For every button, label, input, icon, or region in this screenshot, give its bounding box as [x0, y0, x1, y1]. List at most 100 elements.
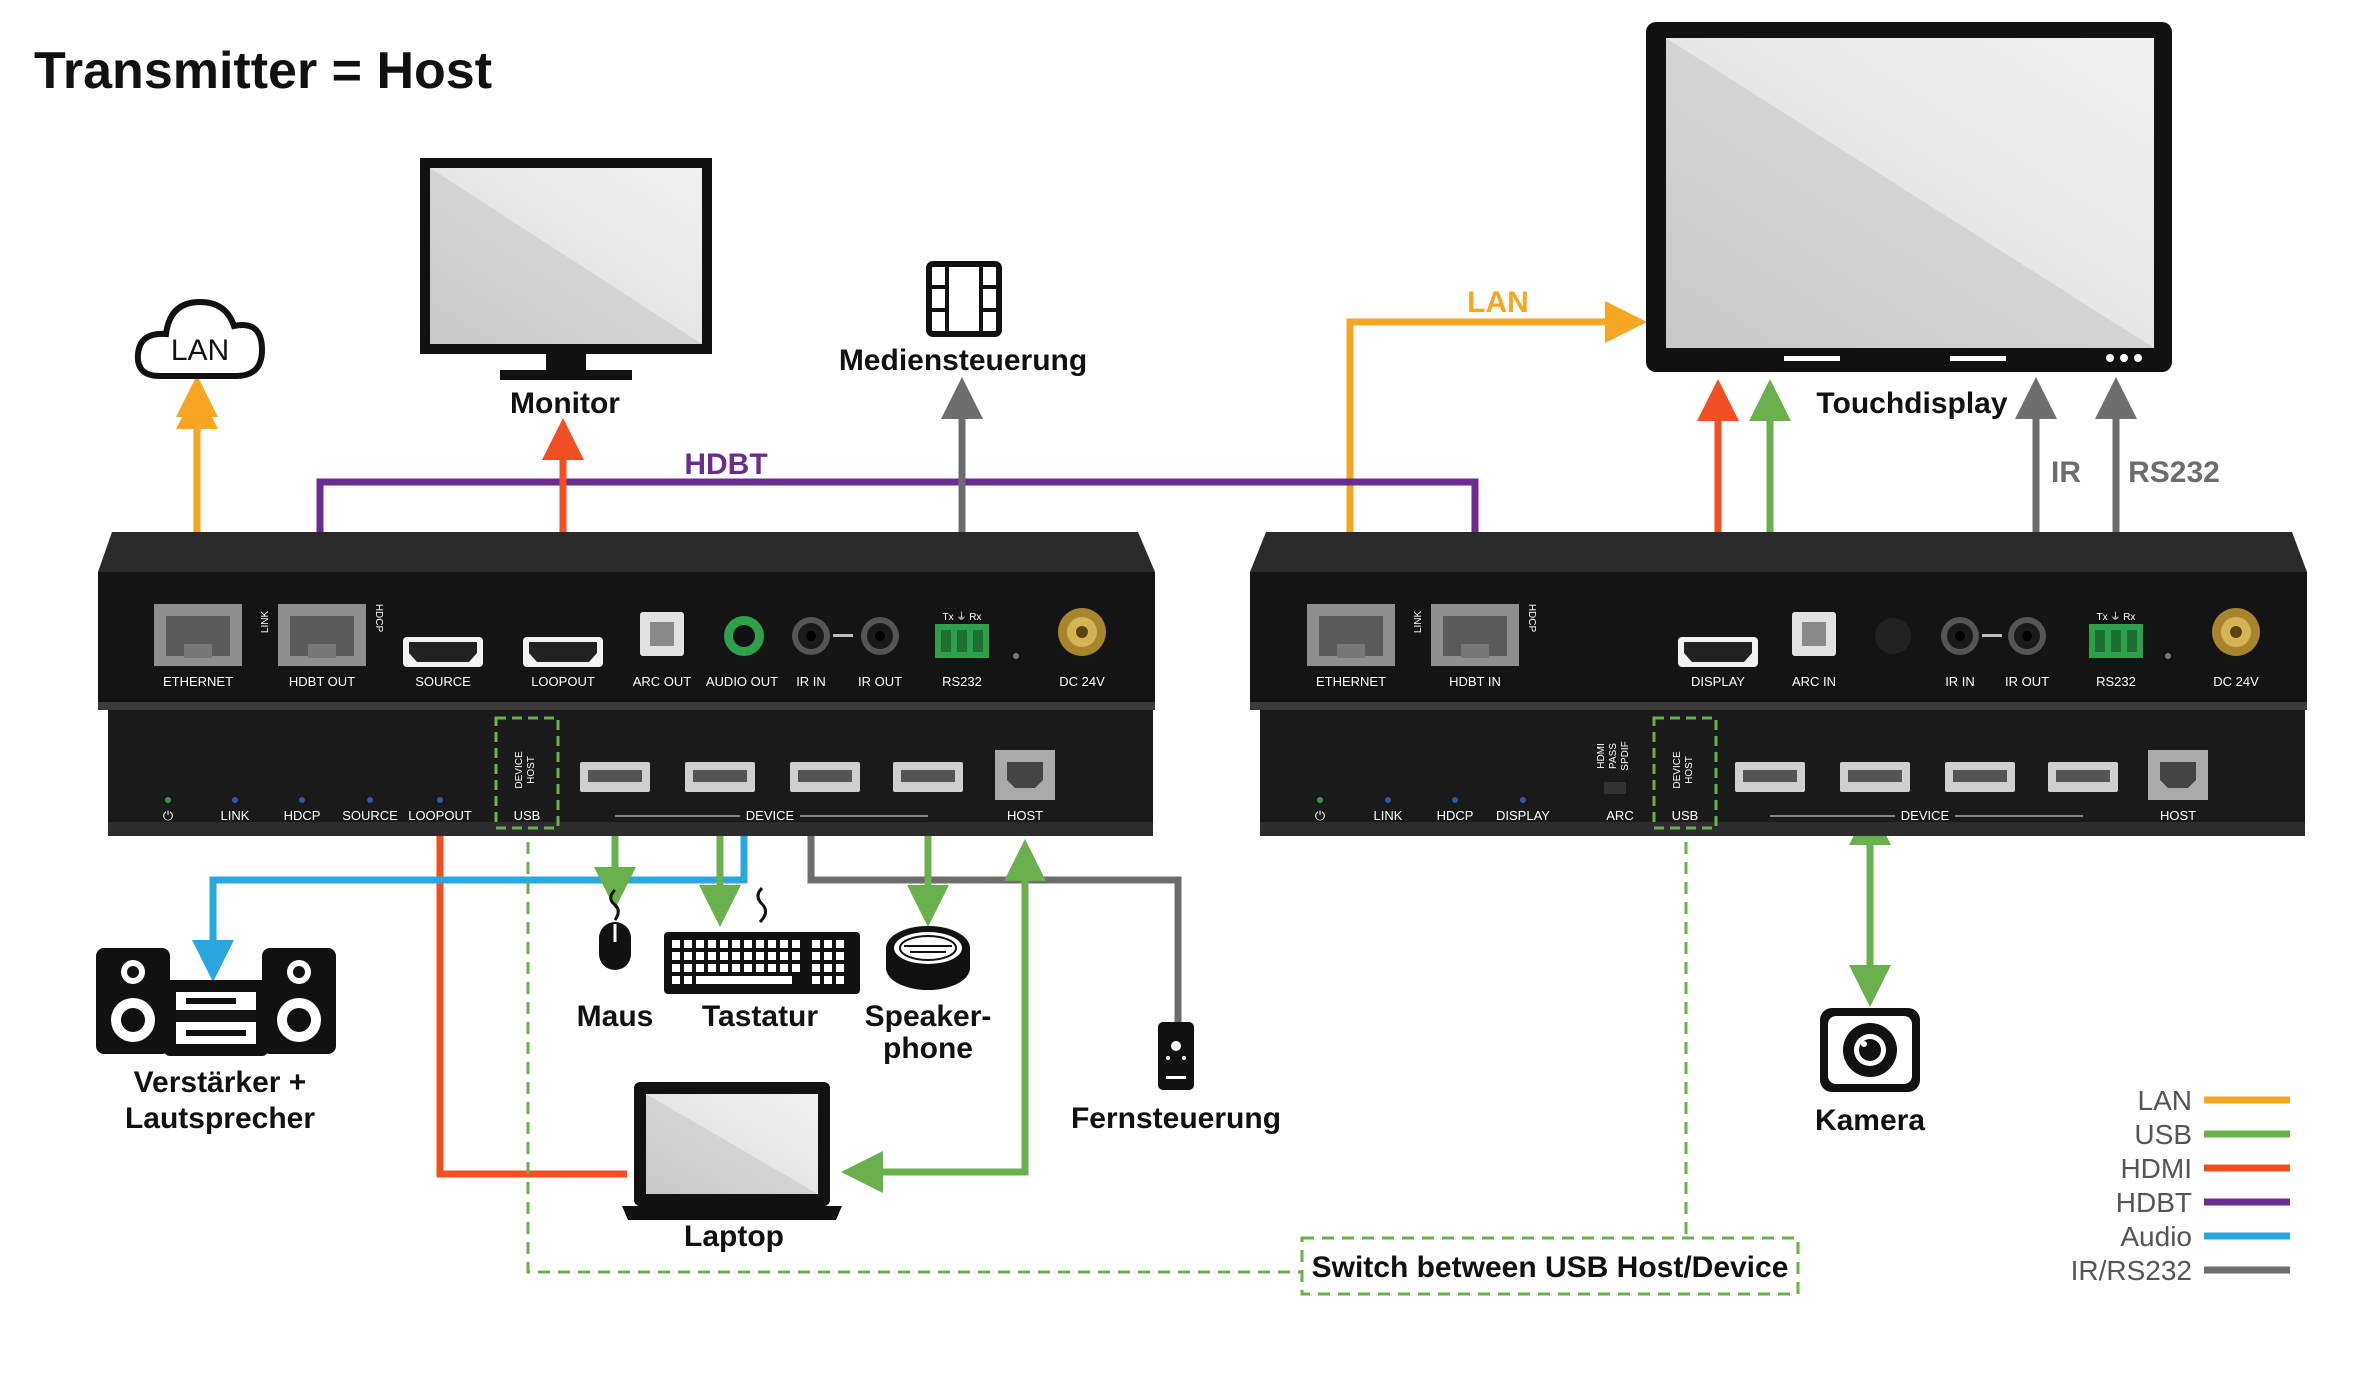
keyboard-icon: [664, 886, 860, 994]
transmitter-usb-device-port-4: [893, 762, 963, 792]
transmitter-ethernet-port: [154, 604, 242, 666]
receiver-led-hdcp: HDCP: [1437, 808, 1474, 823]
transmitter-port-label-hdbt-out: HDBT OUT: [289, 674, 355, 689]
transmitter-port-label-rs232: RS232: [942, 674, 982, 689]
transmitter-port-label-loopout: LOOPOUT: [531, 674, 595, 689]
diagram-title: Transmitter = Host: [34, 42, 492, 100]
receiver-ir-out-port: [2008, 617, 2046, 655]
amplifier-speakers-icon: [96, 948, 336, 1056]
usb-switch-dashed-line: [526, 842, 1688, 1274]
receiver-port-label-dc: DC 24V: [2213, 674, 2259, 689]
legend-item-lan: LAN: [2138, 1085, 2290, 1116]
receiver-port-label-rs232: RS232: [2096, 674, 2136, 689]
receiver-display-port: [1678, 637, 1758, 667]
legend-label-hdbt: HDBT: [2116, 1187, 2192, 1218]
transmitter-usb-device-port-2: [685, 762, 755, 792]
legend-label-audio: Audio: [2120, 1221, 2192, 1252]
legend-label-usb: USB: [2134, 1119, 2192, 1150]
legend: LAN USB HDMI HDBT Audio IR/RS232: [2071, 1085, 2290, 1286]
media-control-label: Mediensteuerung: [839, 344, 1087, 377]
receiver-link-label: LINK: [1413, 611, 1424, 634]
receiver-device-label: DEVICE: [1901, 808, 1950, 823]
receiver-usb-host-port: [2148, 750, 2208, 800]
receiver-host-label: HOST: [2160, 808, 2196, 823]
camera-icon: [1820, 1008, 1920, 1092]
receiver-rs232-pins: Tx ⏚ Rx: [2097, 611, 2136, 623]
mouse-icon: [599, 888, 631, 970]
transmitter-host-label: HOST: [1007, 808, 1043, 823]
transmitter-loopout-port: [523, 637, 603, 667]
transmitter-port-label-dc: DC 24V: [1059, 674, 1105, 689]
transmitter-led-loopout: LOOPOUT: [408, 808, 472, 823]
transmitter-ir-in-port: [792, 617, 830, 655]
receiver-port-label-hdbt-in: HDBT IN: [1449, 674, 1501, 689]
monitor-label: Monitor: [510, 387, 620, 420]
receiver-unit: LINK HDCP Tx ⏚ Rx ETHERNET HDBT IN DISPL…: [1250, 532, 2307, 836]
transmitter-usb-device-port-3: [790, 762, 860, 792]
receiver-ir-in-port: [1941, 617, 1979, 655]
receiver-rs232-port: [2089, 624, 2143, 658]
speakerphone-icon: [886, 926, 970, 990]
receiver-usb-device-port-2: [1840, 762, 1910, 792]
media-control-icon: [926, 261, 1002, 337]
receiver-hdcp-label: HDCP: [1526, 604, 1537, 633]
transmitter-port-label-source: SOURCE: [415, 674, 471, 689]
transmitter-ir-out-port: [861, 617, 899, 655]
transmitter-led-source: SOURCE: [342, 808, 398, 823]
hdbt-line-label: HDBT: [684, 448, 767, 481]
remote-control-label: Fernsteuerung: [1071, 1102, 1281, 1135]
receiver-arc-switch-pass: PASS: [1608, 743, 1619, 769]
transmitter-rs232-port: [935, 624, 989, 658]
receiver-port-label-ir-in: IR IN: [1945, 674, 1975, 689]
transmitter-dc-port: [1058, 608, 1106, 656]
mouse-label: Maus: [577, 1000, 654, 1033]
transmitter-led-power: ⏻: [163, 808, 173, 823]
receiver-usb-device-port-4: [2048, 762, 2118, 792]
legend-label-lan: LAN: [2138, 1085, 2192, 1116]
receiver-arc-label: ARC: [1606, 808, 1633, 823]
touchdisplay-icon: [1646, 22, 2172, 372]
legend-item-hdmi: HDMI: [2120, 1153, 2290, 1184]
hdmi-line-laptop: [419, 705, 627, 1178]
receiver-usb-device-port-1: [1735, 762, 1805, 792]
usb-switch-note: Switch between USB Host/Device: [1300, 1236, 1800, 1296]
receiver-usb-switch-host: HOST: [1684, 756, 1695, 784]
transmitter-led-hdcp: HDCP: [284, 808, 321, 823]
lan-line-label: LAN: [1467, 286, 1529, 319]
lan-cloud-label: LAN: [171, 334, 229, 367]
receiver-arc-in-port: [1792, 612, 1836, 656]
transmitter-hdbt-out-port: [278, 604, 366, 666]
transmitter-source-port: [403, 637, 483, 667]
transmitter-led-link: LINK: [221, 808, 250, 823]
receiver-arc-switch-hdmi: HDMI: [1596, 743, 1607, 769]
receiver-usb-device-port-3: [1945, 762, 2015, 792]
camera-label: Kamera: [1815, 1104, 1925, 1137]
rs232-line-label: RS232: [2128, 456, 2220, 489]
monitor-icon: [420, 158, 712, 380]
transmitter-usb-switch-box: [494, 716, 560, 830]
speakerphone-label-line2: phone: [883, 1032, 973, 1065]
legend-label-ir-rs232: IR/RS232: [2071, 1255, 2192, 1286]
receiver-dc-port: [2212, 608, 2260, 656]
receiver-led-link: LINK: [1374, 808, 1403, 823]
legend-item-ir-rs232: IR/RS232: [2071, 1255, 2290, 1286]
receiver-hdbt-in-port: [1431, 604, 1519, 666]
receiver-port-label-ir-out: IR OUT: [2005, 674, 2049, 689]
transmitter-port-label-audio-out: AUDIO OUT: [706, 674, 778, 689]
legend-item-usb: USB: [2134, 1119, 2290, 1150]
receiver-led-power: ⏻: [1315, 808, 1325, 823]
transmitter-device-label: DEVICE: [746, 808, 795, 823]
legend-item-audio: Audio: [2120, 1221, 2290, 1252]
receiver-usb-label: USB: [1672, 808, 1699, 823]
lan-line-receiver: [1329, 301, 1647, 635]
laptop-label: Laptop: [684, 1220, 784, 1253]
transmitter-usb-device-port-1: [580, 762, 650, 792]
transmitter-rs232-pins: Tx ⏚ Rx: [943, 611, 982, 623]
keyboard-label: Tastatur: [702, 1000, 818, 1033]
receiver-usb-switch-device: DEVICE: [1672, 751, 1683, 789]
receiver-usb-switch-box: [1652, 716, 1718, 830]
amplifier-label-line2: Lautsprecher: [125, 1102, 315, 1135]
transmitter-link-label: LINK: [260, 611, 271, 634]
speakerphone-label-line1: Speaker-: [865, 1000, 992, 1033]
